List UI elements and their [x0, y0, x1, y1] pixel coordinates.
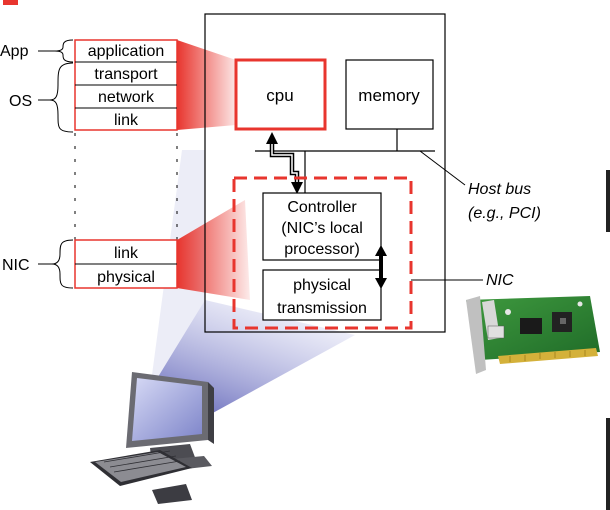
host-bus-example-label: (e.g., PCI)	[468, 205, 541, 222]
top-red-fragment	[3, 0, 18, 5]
nic-group-label: NIC	[2, 257, 30, 274]
memory-box	[345, 59, 434, 130]
right-edge-fragment-bottom	[606, 418, 610, 510]
os-group-label: OS	[9, 93, 32, 110]
protocol-stack	[74, 39, 178, 131]
nic-stack	[74, 239, 178, 289]
nic-dashed-box	[232, 176, 413, 330]
controller-label-line3: processor)	[284, 241, 360, 258]
controller-physical-arrow	[375, 245, 387, 289]
app-brace	[54, 39, 74, 63]
nic-card-icon	[466, 296, 600, 374]
right-edge-fragment-top	[606, 170, 610, 232]
app-group-label: App	[0, 43, 29, 60]
host-box	[204, 13, 446, 333]
host-bus-leader	[419, 150, 466, 186]
red-wedge-nic-to-card	[177, 200, 250, 300]
layer-link: link	[114, 112, 139, 129]
computer-icon	[90, 372, 214, 504]
physical-transmission-label-line2: transmission	[277, 300, 367, 317]
host-bus-label: Host bus	[468, 181, 531, 198]
nic-brace	[51, 239, 74, 289]
red-wedge-host-to-cpu	[177, 40, 236, 130]
controller-label-line1: Controller	[287, 199, 357, 216]
layer-transport: transport	[94, 66, 158, 83]
cpu-controller-arrow	[266, 132, 303, 194]
controller-label-line2: (NIC’s local	[281, 220, 363, 237]
os-brace	[49, 62, 74, 133]
cpu-box	[234, 58, 327, 131]
physical-transmission-label-line1: physical	[293, 277, 351, 294]
layer-application: application	[88, 43, 165, 60]
nic-label: NIC	[486, 272, 514, 289]
cpu-label: cpu	[266, 86, 293, 105]
nic-layer-link: link	[114, 245, 139, 262]
controller-box	[262, 192, 382, 261]
nic-layer-physical: physical	[97, 269, 155, 286]
physical-transmission-box	[262, 269, 382, 321]
layer-network: network	[98, 89, 155, 106]
memory-label: memory	[358, 86, 420, 105]
